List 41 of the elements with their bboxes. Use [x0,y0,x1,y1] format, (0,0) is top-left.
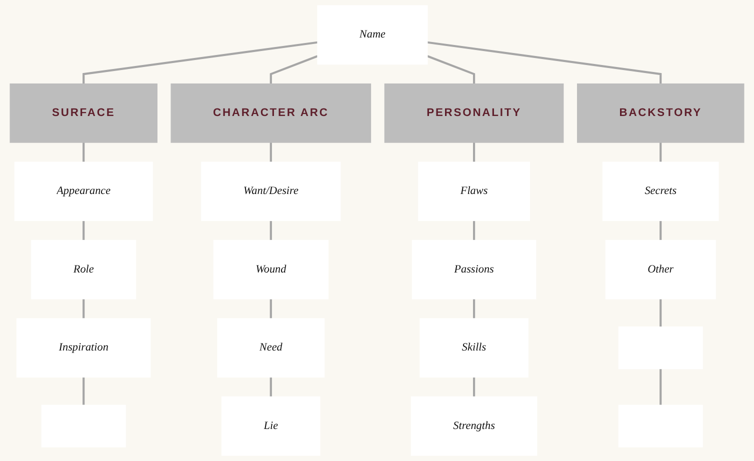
node-box: Strengths [410,396,538,456]
node-box: Secrets [602,162,719,222]
connector [660,368,662,406]
node-box: Skills [420,318,528,378]
node-box: BACKSTORY [577,83,744,143]
connector [82,142,85,162]
connector [270,142,272,162]
node-box: Appearance [14,162,153,222]
node-box: SURFACE [10,83,158,143]
node-box: Wound [213,240,328,300]
connector [82,41,318,84]
connector [270,298,272,318]
node-box: Lie [222,396,320,456]
node-box [41,404,126,448]
connector [660,220,662,240]
connector [427,55,476,84]
connector [82,377,85,406]
connector [472,142,476,162]
connector [660,142,662,162]
connector [82,298,85,318]
node-box: Need [217,318,325,378]
connector [472,220,476,240]
node-box: PERSONALITY [384,83,564,143]
connector [472,377,476,397]
node-box: Name [317,5,428,65]
node-box [618,326,703,370]
connector [82,220,85,240]
node-box: Passions [412,240,536,300]
connector [270,55,318,84]
connector [472,298,476,318]
node-box: Want/Desire [201,162,341,222]
node-box: Inspiration [16,318,151,378]
node-box: CHARACTER ARC [170,83,372,143]
connector [427,41,662,84]
connector [660,298,662,327]
connector [270,377,272,397]
node-box: Role [31,240,136,300]
connector [270,220,272,240]
node-box [618,404,703,448]
node-box: Flaws [418,162,530,222]
node-box: Other [605,240,716,300]
